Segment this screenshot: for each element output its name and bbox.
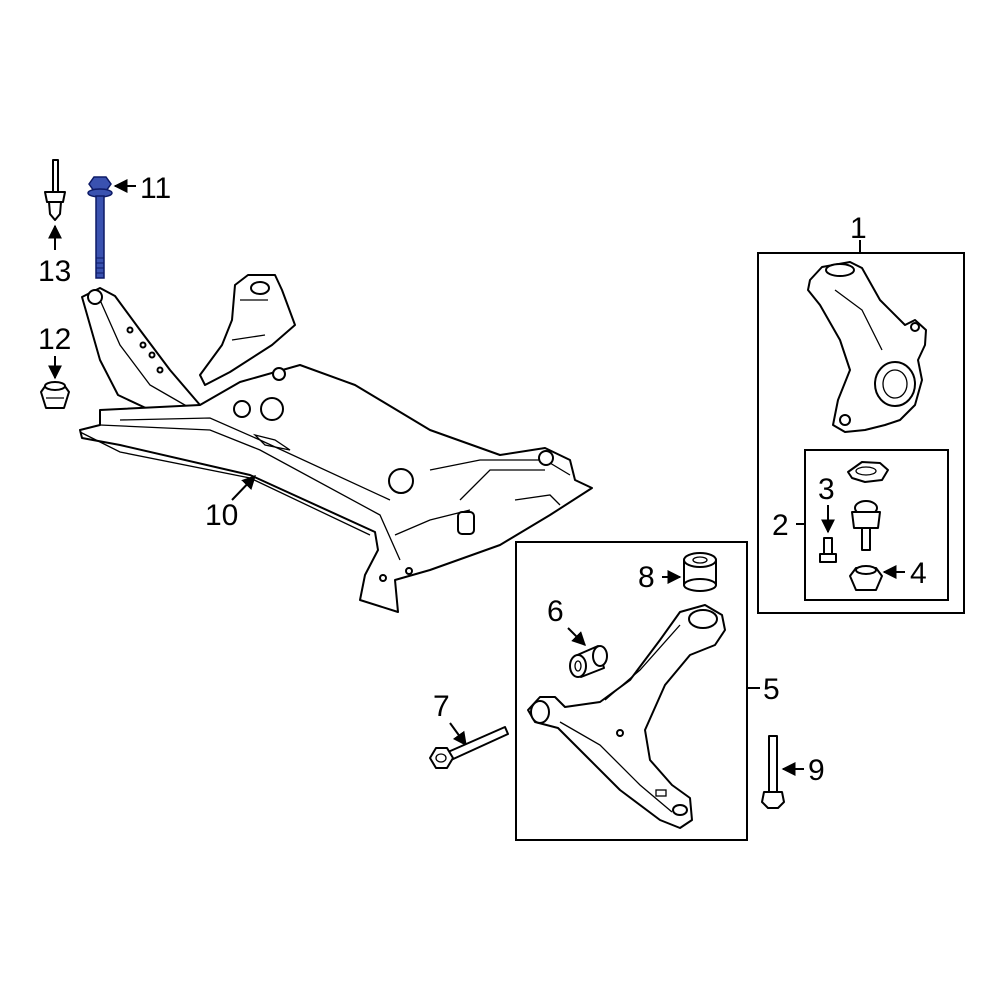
leader-7 [449,722,467,747]
lower-control-arm [527,604,726,829]
bolt-9 [761,735,785,809]
callout-11: 11 [140,172,171,205]
callout-9: 9 [808,754,825,787]
callout-2: 2 [772,509,789,542]
callout-4: 4 [910,557,927,590]
subframe-10 [79,274,593,613]
steering-knuckle [807,261,927,433]
push-pin-13 [44,159,66,221]
nut-4 [849,565,883,591]
callout-7: 7 [433,690,450,723]
callout-1: 1 [850,212,867,245]
callout-12: 12 [38,323,71,356]
bolt-7 [429,726,509,769]
bolt-11-highlighted[interactable] [87,176,113,279]
bolt-3 [819,537,837,563]
leader-10 [231,474,256,501]
retainer-clip [847,461,889,483]
ball-joint [851,500,881,551]
nut-12 [40,381,70,409]
leader-6 [567,627,586,646]
callout-5: 5 [763,673,780,706]
bushing-8 [683,552,717,592]
callout-13: 13 [38,255,71,288]
callout-8: 8 [638,561,655,594]
control-arm-group-box [515,541,748,841]
callout-3: 3 [818,473,835,506]
bushing-6 [569,645,608,678]
callout-10: 10 [205,499,238,532]
callout-6: 6 [547,595,564,628]
